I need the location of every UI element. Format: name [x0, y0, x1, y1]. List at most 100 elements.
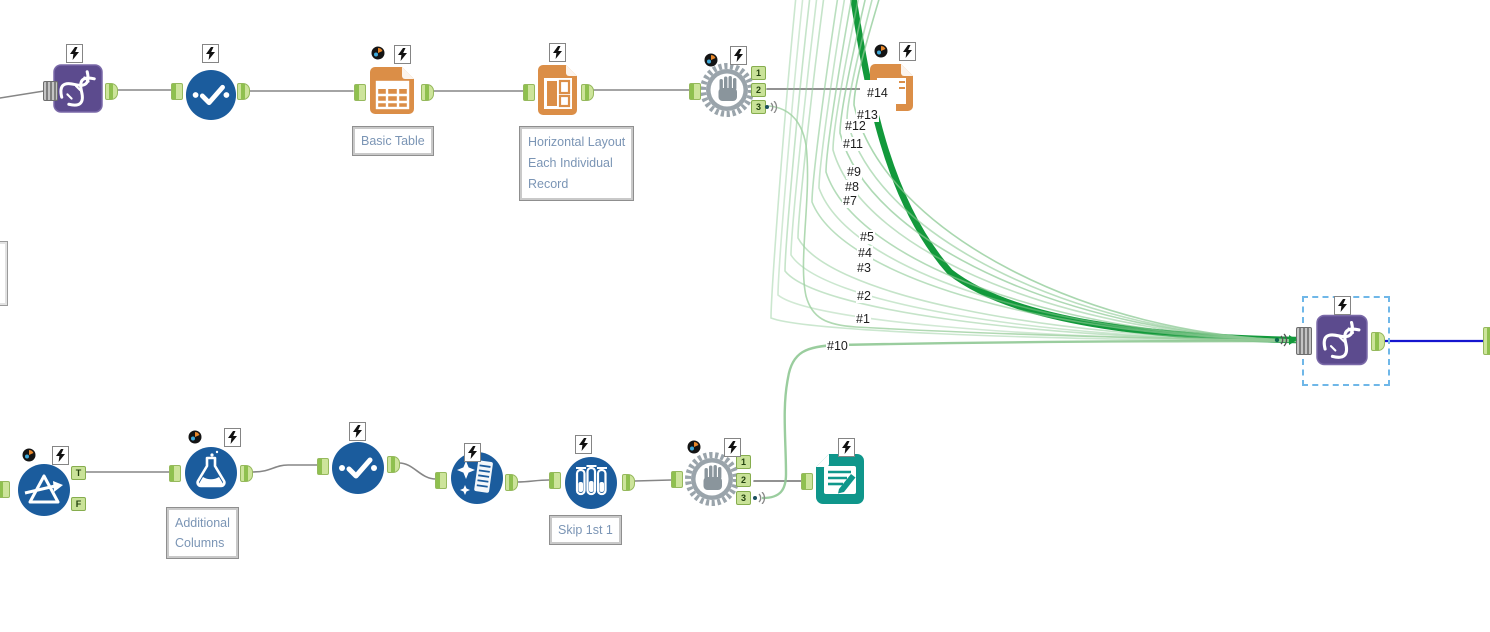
input-anchor[interactable] [0, 481, 10, 498]
wire-sample-to-gear-bottom[interactable] [634, 479, 672, 482]
input-anchor[interactable] [169, 465, 181, 482]
wire-10[interactable] [761, 339, 1298, 500]
tool-dna-selected[interactable] [1316, 314, 1368, 366]
wire-green-bold[interactable] [850, 0, 1300, 344]
wire-label: #3 [856, 261, 872, 275]
output-anchor-1[interactable]: 1 [751, 66, 766, 80]
annotation-line: Basic Table [361, 134, 425, 148]
check-icon [185, 69, 237, 121]
wire-13[interactable] [846, 0, 1297, 341]
tool-check-bottom[interactable] [331, 441, 385, 495]
wire-label: #10 [826, 339, 849, 353]
clock-icon [188, 430, 202, 449]
output-anchor-true[interactable]: T [71, 466, 86, 480]
wire-11[interactable] [832, 0, 1297, 341]
wire-1[interactable] [770, 0, 1297, 342]
wireless-icon [752, 491, 767, 509]
input-anchor[interactable] [523, 84, 535, 101]
lightning-icon [224, 428, 241, 447]
lightning-icon [899, 42, 916, 61]
input-anchor[interactable] [171, 83, 183, 100]
output-anchor-false[interactable]: F [71, 497, 86, 511]
input-anchor[interactable] [671, 471, 683, 488]
wire-check2-to-cleanse[interactable] [398, 462, 437, 480]
output-anchor[interactable] [505, 474, 518, 491]
input-anchor[interactable] [1296, 327, 1312, 355]
tool-block-until-done-bottom[interactable] [684, 451, 740, 507]
wire-5[interactable] [797, 0, 1297, 342]
output-anchor-3[interactable]: 3 [736, 491, 751, 505]
wire-12[interactable] [839, 0, 1297, 341]
table-icon [370, 67, 414, 114]
lightning-icon [202, 44, 219, 63]
tool-basic-table[interactable] [368, 65, 418, 117]
wire-cleanse-to-sample[interactable] [516, 479, 550, 483]
output-anchor[interactable] [581, 84, 594, 101]
tool-check-top[interactable] [185, 69, 237, 121]
wire-8[interactable] [818, 0, 1297, 341]
wire-label: #2 [856, 289, 872, 303]
tubes-icon [565, 457, 617, 509]
right-edge-anchor[interactable] [1483, 327, 1490, 355]
output-anchor[interactable] [421, 84, 434, 101]
annotation-line: Each Individual [528, 156, 613, 170]
output-anchor[interactable] [105, 83, 118, 100]
input-anchor[interactable] [354, 84, 366, 101]
wire-7[interactable] [811, 0, 1297, 341]
wire-3[interactable] [784, 0, 1297, 342]
input-anchor[interactable] [801, 473, 813, 490]
output-anchor[interactable] [622, 474, 635, 491]
output-anchor-2[interactable]: 2 [751, 83, 766, 97]
lightning-icon [394, 45, 411, 64]
partial-annotation-box[interactable] [0, 241, 8, 306]
layout-icon [538, 65, 577, 115]
annotation-additional-columns[interactable]: Additional Columns [167, 508, 238, 558]
wire-label: #11 [842, 137, 864, 151]
tool-dna-top[interactable] [53, 64, 103, 113]
output-anchor[interactable] [240, 465, 253, 482]
annotation-horizontal-layout[interactable]: Horizontal Layout Each Individual Record [520, 127, 634, 200]
annotation-basic-table[interactable]: Basic Table [353, 127, 433, 155]
wire-label: #5 [859, 230, 875, 244]
lightning-icon [66, 44, 83, 63]
lightning-icon [575, 435, 592, 454]
lightning-icon [549, 43, 566, 62]
wire-14[interactable] [853, 0, 1297, 341]
hand-gear-icon [685, 452, 739, 506]
input-anchor[interactable] [43, 81, 58, 101]
flask-icon [185, 447, 237, 499]
annotation-line: Horizontal Layout [528, 135, 626, 149]
wireless-arrow-icon [1274, 332, 1298, 353]
filter-icon [18, 464, 70, 516]
input-anchor[interactable] [435, 472, 447, 489]
lightning-icon [464, 443, 481, 462]
wire-4[interactable] [790, 0, 1297, 342]
tool-report-text[interactable] [815, 453, 865, 505]
wire-gear-top-out3[interactable] [768, 105, 1297, 342]
report-text-icon [816, 454, 864, 504]
output-anchor[interactable] [387, 456, 400, 473]
tool-horizontal-layout[interactable] [537, 63, 579, 117]
input-anchor[interactable] [317, 458, 329, 475]
wire-edge-to-dna-top[interactable] [0, 90, 45, 99]
output-anchor[interactable] [237, 83, 250, 100]
annotation-line: Record [528, 177, 569, 191]
input-anchor[interactable] [689, 83, 701, 100]
lightning-icon [724, 438, 741, 457]
annotation-skip-1st[interactable]: Skip 1st 1 [550, 516, 621, 544]
input-anchor[interactable] [549, 472, 561, 489]
output-anchor[interactable] [1371, 332, 1385, 351]
tool-formula[interactable] [184, 446, 238, 500]
tool-data-cleansing[interactable] [450, 451, 504, 505]
wire-formula-to-check2[interactable] [251, 464, 318, 473]
annotation-line: Additional [175, 516, 230, 530]
wire-label: #1 [855, 312, 871, 326]
output-anchor-2[interactable]: 2 [736, 473, 751, 487]
tool-sample[interactable] [564, 456, 618, 510]
output-anchor-1[interactable]: 1 [736, 455, 751, 469]
tool-filter[interactable] [17, 463, 71, 517]
wire-9[interactable] [825, 0, 1297, 341]
dna-icon [1316, 314, 1368, 366]
lightning-icon [1334, 296, 1351, 315]
